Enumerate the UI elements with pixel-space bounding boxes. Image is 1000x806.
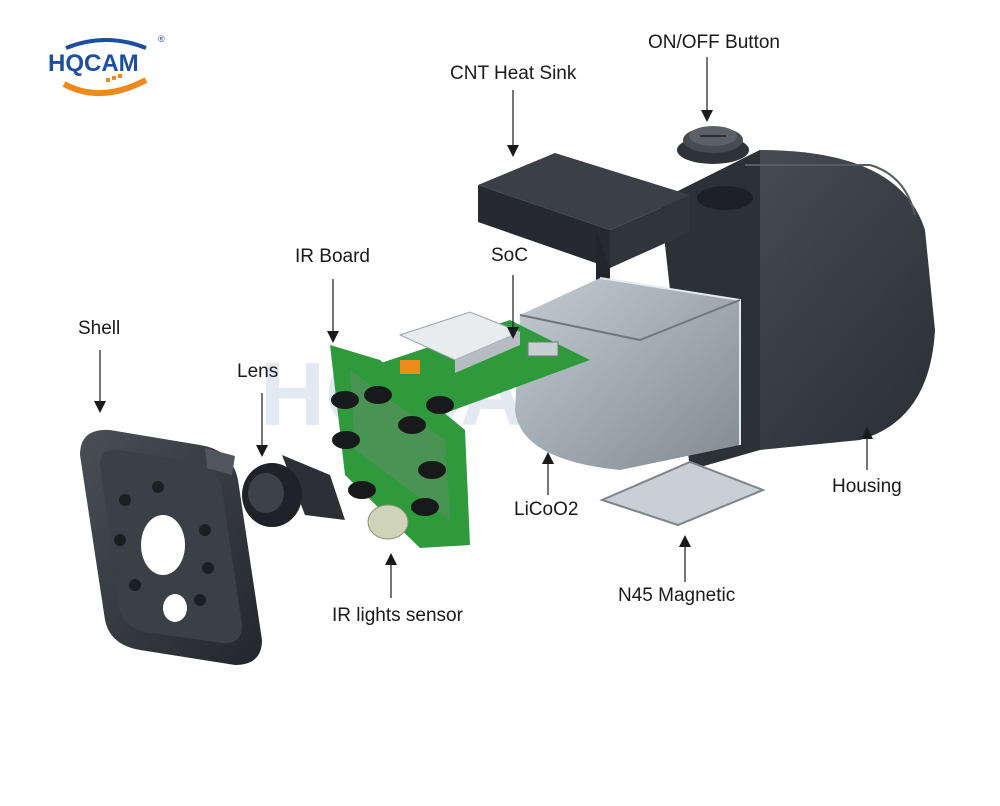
arrow-shell: [94, 350, 106, 413]
arrow-licoo2: [542, 452, 554, 495]
licoo2-battery-part: [515, 277, 741, 470]
hqcam-logo: HQCAM ®: [46, 34, 166, 104]
label-lens: Lens: [237, 361, 279, 382]
label-shell: Shell: [78, 318, 121, 339]
arrow-ir-board: [327, 279, 339, 343]
label-ir-lights-sensor: IR lights sensor: [332, 605, 463, 626]
shell-part: [80, 429, 262, 665]
label-n45-magnetic: N45 Magnetic: [618, 585, 736, 606]
label-on-off-button: ON/OFF Button: [648, 32, 780, 53]
logo-registered-mark: ®: [158, 34, 165, 44]
label-soc: SoC: [491, 245, 528, 266]
arrow-cnt-heat-sink: [507, 90, 519, 157]
label-cnt-heat-sink: CNT Heat Sink: [450, 63, 577, 84]
arrow-housing: [861, 427, 873, 470]
label-housing: Housing: [832, 476, 902, 497]
arrow-soc: [507, 275, 519, 339]
logo-swoosh-icon: [62, 38, 148, 96]
ir-board-part: [330, 345, 470, 548]
leader-arrows: [94, 57, 873, 598]
arrow-n45-magnetic: [679, 535, 691, 582]
n45-magnetic-part: [599, 460, 766, 527]
arrow-lens: [256, 393, 268, 457]
label-ir-board: IR Board: [295, 246, 370, 267]
arrow-on-off-button: [701, 57, 713, 122]
label-licoo2: LiCoO2: [514, 499, 579, 520]
logo-text: HQCAM: [48, 50, 139, 77]
lens-part: [242, 455, 345, 527]
arrow-ir-lights-sensor: [385, 553, 397, 598]
on-off-button-part: [677, 126, 749, 164]
